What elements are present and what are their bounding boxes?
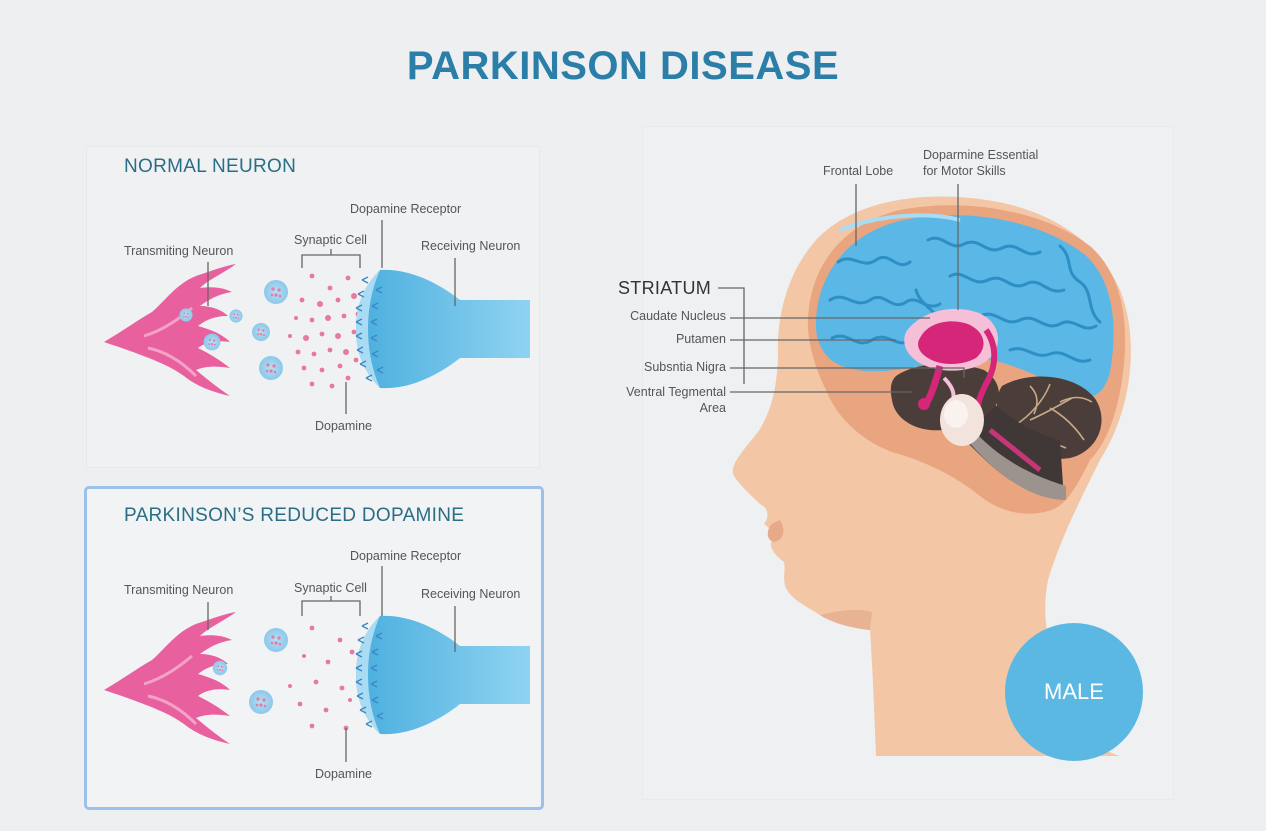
male-badge: MALE — [1005, 623, 1143, 761]
cerebrum — [815, 213, 1114, 399]
normal-dopamine-label: Dopamine — [315, 419, 372, 433]
substantia-nigra-label: Subsntia Nigra — [644, 360, 726, 374]
reduced-transmitting-neuron — [102, 610, 238, 746]
pons-oval — [940, 394, 984, 446]
normal-transmitting-label: Transmiting Neuron — [124, 244, 234, 258]
normal-receptor-label: Dopamine Receptor — [350, 202, 462, 216]
brain-leader-lines — [718, 184, 965, 393]
frontal-lobe-label: Frontal Lobe — [823, 164, 894, 178]
ventral-tegmental-label-2: Area — [699, 401, 726, 415]
normal-panel-title: NORMAL NEURON — [124, 156, 297, 177]
reduced-leader-lines — [207, 566, 456, 762]
ventral-tegmental-label-1: Ventral Tegmental — [626, 385, 726, 399]
caudate-nucleus-label: Caudate Nucleus — [630, 309, 726, 323]
dopamine-essential-label-1: Doparmine Essential — [923, 148, 1039, 162]
reduced-dopamine-dots — [288, 625, 355, 731]
reduced-synaptic-label: Synaptic Cell — [294, 581, 367, 595]
reduced-receiving-label: Receiving Neuron — [421, 587, 521, 601]
normal-receiving-label: Receiving Neuron — [421, 239, 521, 253]
striatum-heading: STRIATUM — [618, 278, 712, 298]
reduced-dopamine-label: Dopamine — [315, 767, 372, 781]
reduced-transmitting-label: Transmiting Neuron — [124, 583, 234, 597]
dopamine-essential-label-2: for Motor Skills — [923, 164, 1006, 178]
normal-transmitting-neuron — [102, 262, 238, 398]
normal-leader-lines — [207, 220, 456, 414]
reduced-receptor-label: Dopamine Receptor — [350, 549, 462, 563]
normal-synaptic-label: Synaptic Cell — [294, 233, 367, 247]
page-title: PARKINSON DISEASE — [406, 44, 840, 88]
normal-dopamine-dots — [288, 273, 361, 389]
putamen-label: Putamen — [675, 332, 726, 346]
reduced-panel-title: PARKINSON’S REDUCED DOPAMINE — [124, 505, 465, 526]
